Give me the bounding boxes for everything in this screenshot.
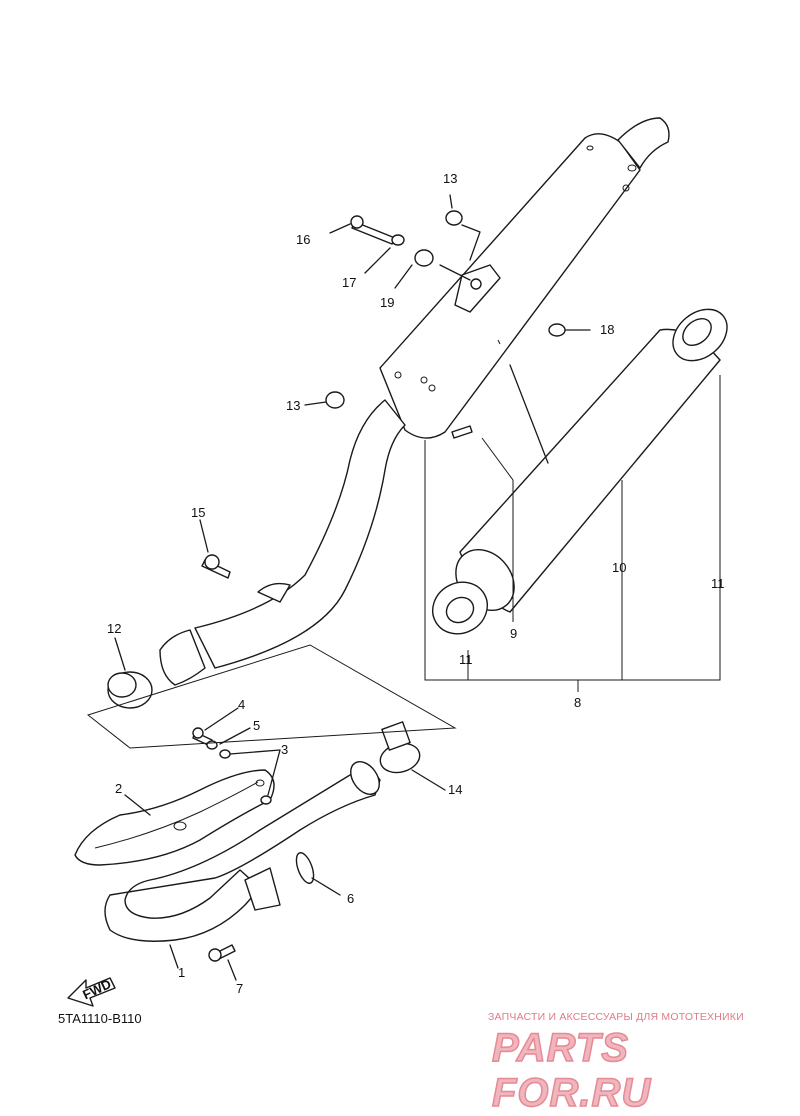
callout-3: 3 bbox=[281, 742, 288, 757]
callout-2: 2 bbox=[115, 781, 122, 796]
callout-15: 15 bbox=[191, 505, 205, 520]
fwd-arrow-icon: FWD bbox=[67, 976, 116, 1007]
callout-17: 17 bbox=[342, 275, 356, 290]
callout-6: 6 bbox=[347, 891, 354, 906]
exhaust-pipe-mid bbox=[107, 399, 406, 709]
callout-16: 16 bbox=[296, 232, 310, 247]
watermark-logo: PARTS FOR.RU bbox=[491, 1025, 652, 1116]
callout-5: 5 bbox=[253, 718, 260, 733]
watermark-subtitle: ЗАПЧАСТИ И АКСЕССУАРЫ ДЛЯ МОТОТЕХНИКИ bbox=[488, 1011, 744, 1023]
callout-4: 4 bbox=[238, 697, 245, 712]
callout-9: 9 bbox=[510, 626, 517, 641]
clamp bbox=[379, 721, 421, 774]
callout-labels: 1 2 3 4 5 6 7 8 9 10 11 11 12 13 13 14 1… bbox=[107, 171, 725, 996]
protector bbox=[74, 769, 275, 866]
callout-13-b: 13 bbox=[286, 398, 300, 413]
callout-11-b: 11 bbox=[459, 652, 473, 667]
leader-lines bbox=[86, 194, 721, 981]
drawing-code: 5TA1110-B110 bbox=[58, 1011, 142, 1026]
callout-19: 19 bbox=[380, 295, 394, 310]
callout-7: 7 bbox=[236, 981, 243, 996]
callout-18: 18 bbox=[600, 322, 614, 337]
callout-10: 10 bbox=[612, 560, 626, 575]
callout-1: 1 bbox=[178, 965, 185, 980]
callout-13: 13 bbox=[443, 171, 457, 186]
header-pipe bbox=[104, 761, 381, 942]
callout-12: 12 bbox=[107, 621, 121, 636]
callout-11: 11 bbox=[711, 576, 725, 591]
callout-8: 8 bbox=[574, 695, 581, 710]
bolts-and-washers bbox=[192, 210, 566, 962]
callout-14: 14 bbox=[448, 782, 462, 797]
silencer-inner bbox=[432, 308, 728, 635]
muffler bbox=[379, 117, 670, 439]
